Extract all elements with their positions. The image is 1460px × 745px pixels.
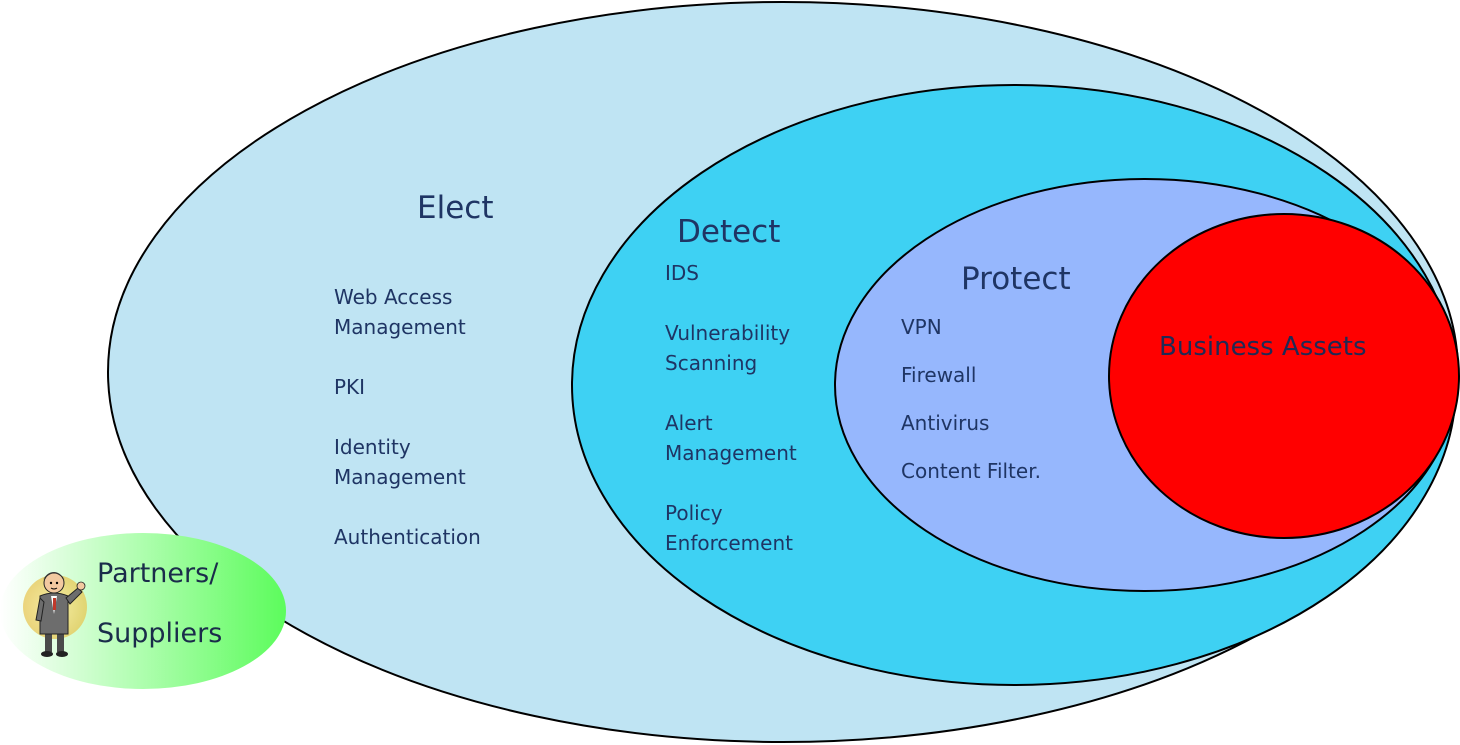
protect-item-firewall: Firewall bbox=[901, 363, 977, 387]
business-assets-label: Business Assets bbox=[1159, 332, 1367, 362]
partners-ellipse bbox=[0, 533, 286, 689]
partners-label-line1: Partners/ bbox=[97, 558, 219, 589]
elect-item-management-2: Management bbox=[334, 465, 466, 489]
elect-item-identity: Identity bbox=[334, 435, 411, 459]
protect-item-content-filter: Content Filter. bbox=[901, 459, 1041, 483]
detect-title: Detect bbox=[677, 214, 781, 250]
detect-item-ids: IDS bbox=[665, 261, 699, 285]
detect-item-vulnerability: Vulnerability bbox=[665, 321, 791, 345]
protect-item-vpn: VPN bbox=[901, 315, 942, 339]
businessman-icon bbox=[23, 572, 87, 657]
detect-item-management: Management bbox=[665, 441, 797, 465]
elect-item-web-access: Web Access bbox=[334, 285, 453, 309]
detect-item-policy: Policy bbox=[665, 501, 723, 525]
elect-title: Elect bbox=[417, 190, 494, 226]
protect-title: Protect bbox=[961, 261, 1071, 297]
elect-item-authentication: Authentication bbox=[334, 525, 481, 549]
detect-item-scanning: Scanning bbox=[665, 351, 758, 375]
protect-item-antivirus: Antivirus bbox=[901, 411, 990, 435]
detect-item-enforcement: Enforcement bbox=[665, 531, 793, 555]
elect-item-management-1: Management bbox=[334, 315, 466, 339]
business-assets-ellipse bbox=[1108, 213, 1460, 539]
partners-label-line2: Suppliers bbox=[97, 618, 223, 649]
elect-item-pki: PKI bbox=[334, 375, 366, 399]
detect-item-alert: Alert bbox=[665, 411, 713, 435]
